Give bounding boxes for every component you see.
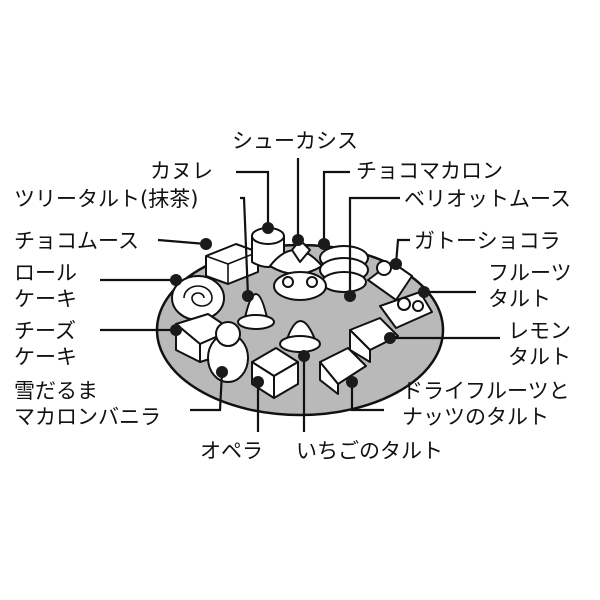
- tree-tart-cake: [237, 293, 275, 330]
- dot-choux-cassis: [292, 234, 304, 246]
- berry-mousse-cake: [273, 271, 327, 301]
- label-roll-cake-2: ケーキ: [14, 287, 77, 311]
- label-berry-mousse: ベリオットムース: [404, 187, 571, 211]
- label-choux-cassis: シューカシス: [232, 129, 358, 153]
- label-opera: オペラ: [200, 439, 263, 463]
- label-lemon-tart-2: タルト: [508, 345, 571, 369]
- labels: シューカシス カヌレ チョコマカロン ツリータルト(抹茶) ベリオットムース チ…: [14, 129, 572, 463]
- dot-choco-mousse: [200, 238, 212, 250]
- dot-dried-fruit: [346, 376, 358, 388]
- label-dried-fruit-1: ドライフルーツと: [402, 379, 570, 403]
- dot-gateau-chocolat: [390, 258, 402, 270]
- leader-cannele: [236, 170, 270, 228]
- label-cheese-cake-2: ケーキ: [14, 345, 77, 369]
- label-choco-mousse: チョコムース: [14, 229, 139, 253]
- dot-roll-cake: [170, 274, 182, 286]
- dot-lemon-tart: [384, 332, 396, 344]
- choco-macaron-cake: [319, 245, 369, 293]
- label-gateau-chocolat: ガトーショコラ: [414, 229, 561, 253]
- leader-choco-mousse: [157, 238, 207, 246]
- label-tree-tart: ツリータルト(抹茶): [14, 187, 198, 211]
- leader-snowman: [190, 371, 224, 412]
- leader-dried-fruit: [350, 382, 384, 412]
- fruit-tart-cake: [379, 291, 433, 329]
- strawberry-tart-cake: [279, 320, 321, 353]
- label-snowman-2: マカロンバニラ: [14, 405, 161, 429]
- leader-choco-macaron: [322, 170, 350, 244]
- label-dried-fruit-2: ナッツのタルト: [402, 405, 549, 429]
- label-strawberry-tart: いちごのタルト: [296, 439, 443, 463]
- dot-cheese-cake: [170, 324, 182, 336]
- dot-cannele: [262, 222, 274, 234]
- gateau-chocolat-cake: [367, 260, 413, 301]
- label-lemon-tart-1: レモン: [508, 319, 571, 343]
- leader-tree-tart: [240, 196, 250, 297]
- dot-snowman: [216, 366, 228, 378]
- label-cannele: カヌレ: [150, 159, 213, 183]
- dot-fruit-tart: [418, 286, 430, 298]
- dot-opera: [252, 376, 264, 388]
- leader-lines: [100, 158, 500, 432]
- label-fruit-tart-1: フルーツ: [488, 261, 572, 285]
- label-snowman-1: 雪だるま: [14, 379, 98, 403]
- dot-choco-macaron: [318, 238, 330, 250]
- callout-dots: [170, 222, 430, 388]
- label-roll-cake-1: ロール: [14, 261, 77, 285]
- leader-gateau-chocolat: [394, 238, 410, 265]
- dried-fruit-tart-cake: [319, 347, 367, 395]
- label-cheese-cake-1: チーズ: [14, 319, 76, 343]
- label-fruit-tart-2: タルト: [488, 287, 551, 311]
- dot-strawberry-tart: [298, 350, 310, 362]
- leader-berry-mousse: [348, 196, 400, 296]
- label-choco-macaron: チョコマカロン: [356, 159, 503, 183]
- dot-berry-mousse: [344, 290, 356, 302]
- dot-tree-tart: [242, 290, 254, 302]
